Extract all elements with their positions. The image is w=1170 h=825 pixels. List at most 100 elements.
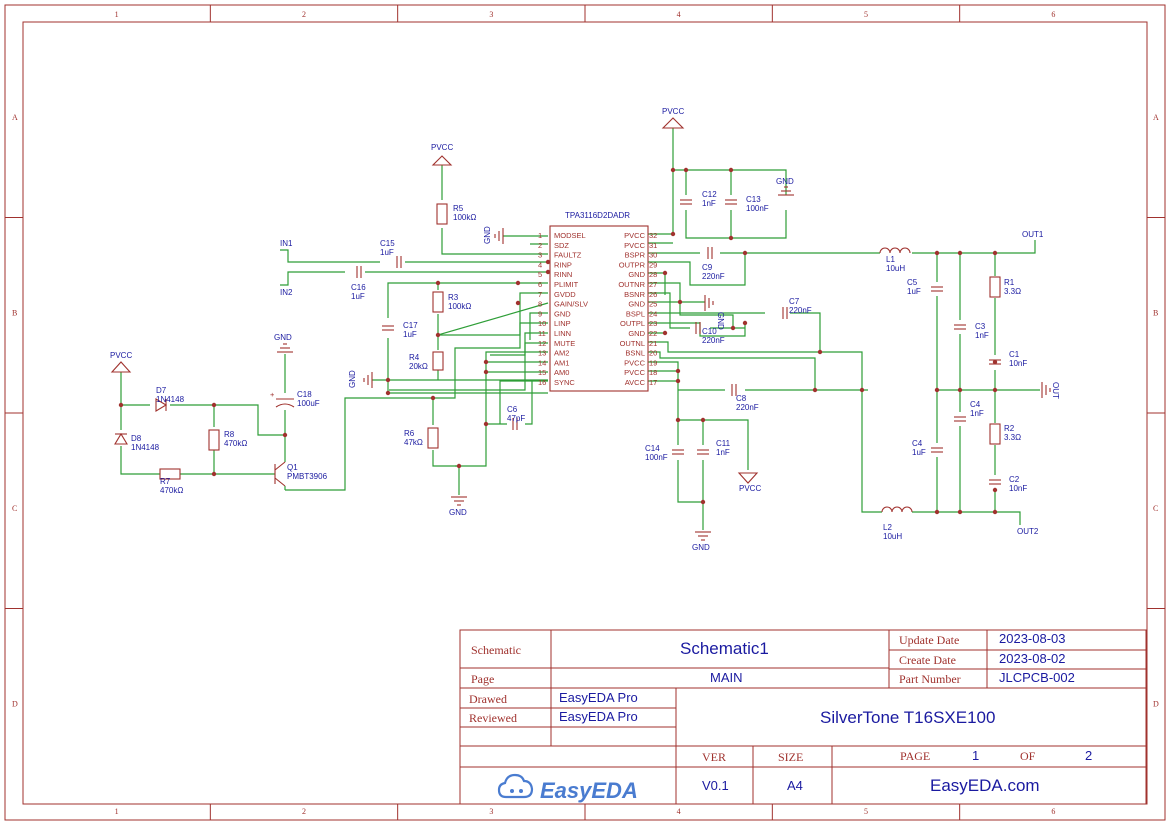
- brand-text: EasyEDA: [540, 778, 638, 803]
- svg-text:PVCC: PVCC: [110, 351, 132, 360]
- ic-pin-number: 23: [649, 319, 657, 328]
- resistor-r2: [989, 423, 1001, 445]
- component-ref: C17: [403, 321, 418, 330]
- capacitor-c6: [512, 418, 518, 430]
- ic-pin-number: 5: [538, 270, 542, 279]
- capacitor-c13: [725, 199, 737, 205]
- svg-text:MAIN: MAIN: [710, 670, 743, 685]
- svg-text:OUT2: OUT2: [1017, 527, 1039, 536]
- svg-text:GND: GND: [776, 177, 794, 186]
- svg-text:2023-08-02: 2023-08-02: [999, 651, 1066, 666]
- svg-text:Update Date: Update Date: [899, 633, 959, 647]
- ic-pin-number: 11: [538, 329, 546, 338]
- ic-pin-number: 25: [649, 300, 657, 309]
- ruler-row-label: A: [12, 113, 18, 122]
- ic-pin-number: 22: [649, 329, 657, 338]
- ruler-column-label: 5: [864, 10, 868, 19]
- wires: [120, 128, 1040, 530]
- ic-pin-number: 3: [538, 251, 542, 260]
- labels: PVCC PVCC PVCC PVCC GND GND GND GND GND …: [110, 107, 1060, 552]
- component-ref: R5: [453, 204, 464, 213]
- ic-pin-name: AVCC: [625, 378, 646, 387]
- svg-text:GND: GND: [483, 226, 492, 244]
- component-ref: R2: [1004, 424, 1015, 433]
- capacitor-c3: [954, 324, 966, 330]
- component-value: 100kΩ: [453, 213, 476, 222]
- ic-pin-name: SDZ: [554, 241, 569, 250]
- component-value: 1nF: [702, 199, 716, 208]
- capacitor-c11: [697, 449, 709, 455]
- ic-pin-name: SYNC: [554, 378, 575, 387]
- svg-text:A4: A4: [787, 778, 803, 793]
- ruler-column-label: 4: [677, 10, 681, 19]
- inductor-l2: [881, 506, 913, 513]
- ic-pin-name: FAULTZ: [554, 251, 582, 260]
- component-value: 10nF: [1009, 359, 1027, 368]
- component-ref: D8: [131, 434, 142, 443]
- capacitor-c15: [396, 256, 402, 268]
- ruler-column-label: 3: [489, 10, 493, 19]
- component-ref: C13: [746, 195, 761, 204]
- ic-pin-name: OUTNR: [618, 280, 645, 289]
- ic-pin-name: BSPL: [626, 309, 645, 318]
- svg-text:GND: GND: [274, 333, 292, 342]
- transistor-q1: [274, 461, 286, 487]
- capacitor-c4-1uf: [931, 447, 943, 453]
- component-ref: C3: [975, 322, 986, 331]
- svg-text:Reviewed: Reviewed: [469, 711, 517, 725]
- ic-pin-number: 29: [649, 260, 657, 269]
- ic-pin-number: 16: [538, 378, 546, 387]
- inductor-l1: [879, 247, 911, 254]
- resistor-r8: [208, 429, 220, 451]
- ic-pin-name: PVCC: [624, 241, 645, 250]
- component-ref: Q1: [287, 463, 298, 472]
- diode-d7: [155, 398, 168, 412]
- ic-pin-name: LINN: [554, 329, 571, 338]
- component-value: 1N4148: [156, 395, 185, 404]
- svg-text:2023-08-03: 2023-08-03: [999, 631, 1066, 646]
- gnd-symbol: [363, 372, 373, 388]
- capacitor-c1: [989, 359, 1001, 365]
- ruler-column-label: 2: [302, 10, 306, 19]
- ic-pin-name: MODSEL: [554, 231, 586, 240]
- ruler-column-label: 5: [864, 807, 868, 816]
- resistor-r4: [432, 351, 444, 371]
- pvcc-symbol: [737, 472, 759, 484]
- component-ref: R8: [224, 430, 235, 439]
- ic-pin-name: OUTNL: [620, 339, 645, 348]
- component-ref: C14: [645, 444, 660, 453]
- component-ref: R1: [1004, 278, 1015, 287]
- ic-pin-name: PLIMIT: [554, 280, 579, 289]
- component-ref: C2: [1009, 475, 1020, 484]
- svg-text:PVCC: PVCC: [739, 484, 761, 493]
- svg-text:V0.1: V0.1: [702, 778, 729, 793]
- svg-text:SIZE: SIZE: [778, 750, 803, 764]
- component-ref: L2: [883, 523, 892, 532]
- component-ref: C6: [507, 405, 518, 414]
- component-value: 47pF: [507, 414, 525, 423]
- gnd-symbol: [451, 496, 467, 506]
- ruler-row-label: D: [12, 699, 18, 708]
- svg-text:GND: GND: [716, 312, 725, 330]
- resistor-r7: [159, 468, 181, 480]
- ic-pin-number: 15: [538, 368, 546, 377]
- resistor-r3: [432, 291, 444, 313]
- svg-text:JLCPCB-002: JLCPCB-002: [999, 670, 1075, 685]
- component-value: 1nF: [970, 409, 984, 418]
- ic-pin-name: RINN: [554, 270, 572, 279]
- gnd-symbol: [494, 228, 504, 244]
- component-value: 1nF: [716, 448, 730, 457]
- pvcc-symbol: [661, 117, 685, 129]
- ruler-column-label: 1: [115, 807, 119, 816]
- ic-pin-number: 9: [538, 309, 542, 318]
- ic-pin-number: 14: [538, 358, 546, 367]
- svg-text:IN2: IN2: [280, 288, 293, 297]
- capacitor-c5: [931, 286, 943, 292]
- component-value: 100uF: [297, 399, 320, 408]
- ic-pin-number: 13: [538, 349, 546, 358]
- component-value: 220nF: [702, 272, 725, 281]
- gnd-symbol: [778, 186, 794, 196]
- component-ref: C11: [716, 439, 731, 448]
- svg-text:PVCC: PVCC: [662, 107, 684, 116]
